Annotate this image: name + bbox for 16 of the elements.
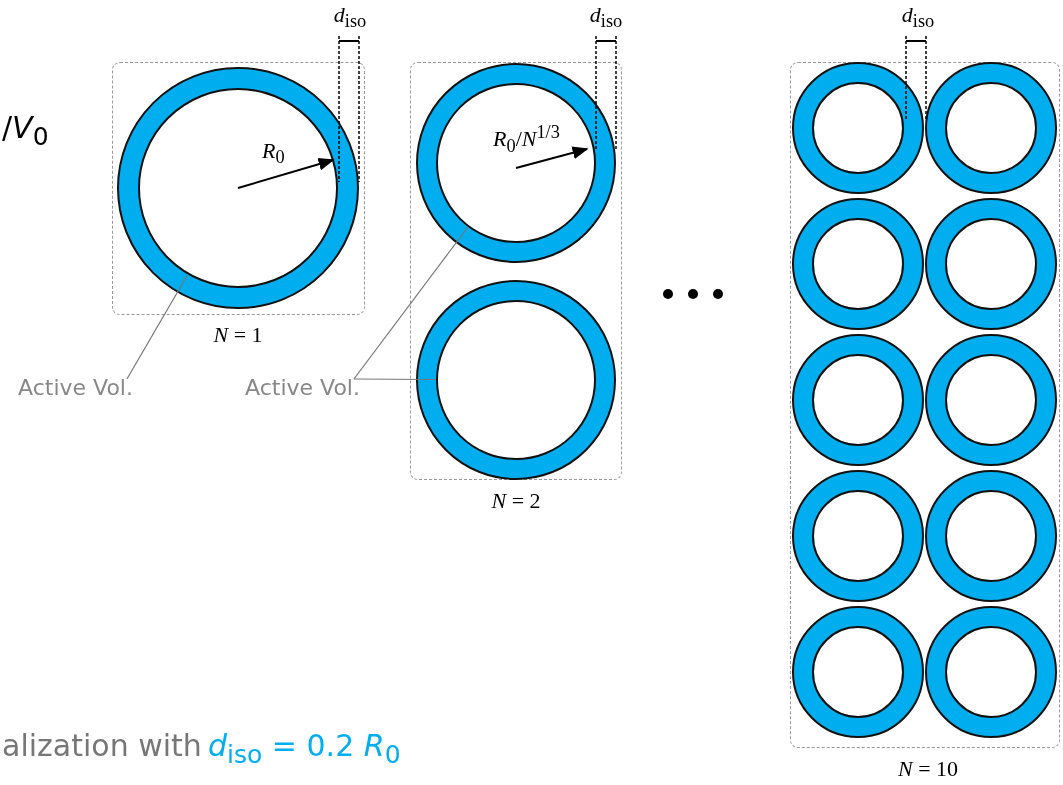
panel-caption: N = 1 [213, 322, 263, 348]
leader-line [353, 226, 469, 380]
leader-line [353, 378, 437, 381]
note-text: alization with [2, 728, 202, 763]
dimension-label: d$_{iso}$ [333, 2, 367, 33]
callout-text: Active Vol. [18, 375, 133, 400]
formula-text: d$_{iso}$ = 0.2 R$_{0}$ [208, 728, 401, 769]
dimension-label: d$_{iso}$ [589, 2, 623, 33]
radius-label: R$_{0}$ [262, 138, 285, 169]
radius-label: R$_{0}$/N$^{1/3}$ [493, 122, 560, 157]
formula-text: /V$_{0}$ [2, 110, 49, 151]
panel-caption: N = 10 [897, 756, 959, 782]
panel-caption: N = 2 [491, 488, 541, 514]
leader-line [126, 273, 189, 380]
callout-text: Active Vol. [245, 375, 360, 400]
dimension-label: d$_{iso}$ [901, 2, 935, 33]
